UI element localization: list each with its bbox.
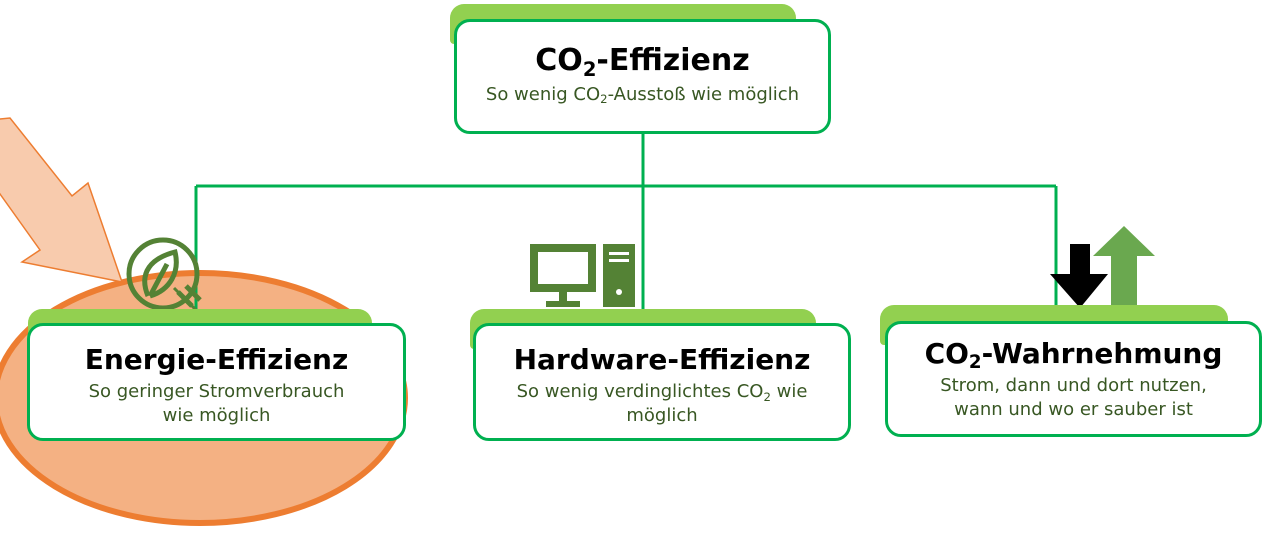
connector-lines xyxy=(194,132,1058,310)
energy-box: Energie-Effizienz So geringer Stromverbr… xyxy=(27,323,406,441)
leaf-plug-icon xyxy=(126,237,202,312)
computer-icon xyxy=(530,244,635,307)
energy-box-subtitle-line2: wie möglich xyxy=(162,404,271,426)
top-box-title: CO2-Effizienz xyxy=(535,43,750,81)
energy-box-title: Energie-Effizienz xyxy=(84,343,349,376)
top-box-subtitle: So wenig CO2-Ausstoß wie möglich xyxy=(485,83,800,107)
hardware-box-title: Hardware-Effizienz xyxy=(513,343,811,376)
energy-box-subtitle-line1: So geringer Stromverbrauch xyxy=(88,381,345,403)
awareness-box-subtitle-line2: wann und wo er sauber ist xyxy=(954,398,1193,420)
pointer-arrow xyxy=(0,117,124,283)
hardware-box-subtitle-line2: möglich xyxy=(626,404,698,426)
awareness-box-subtitle-line1: Strom, dann und dort nutzen, xyxy=(940,375,1207,397)
awareness-box: CO2-Wahrnehmung Strom, dann und dort nut… xyxy=(885,321,1262,437)
up-down-arrows-icon xyxy=(1050,226,1155,308)
top-box: CO2-Effizienz So wenig CO2-Ausstoß wie m… xyxy=(454,19,831,134)
hardware-box: Hardware-Effizienz So wenig verdinglicht… xyxy=(473,323,851,441)
hardware-box-subtitle-line1: So wenig verdinglichtes CO2 wie xyxy=(516,381,808,404)
awareness-box-title: CO2-Wahrnehmung xyxy=(924,337,1223,374)
